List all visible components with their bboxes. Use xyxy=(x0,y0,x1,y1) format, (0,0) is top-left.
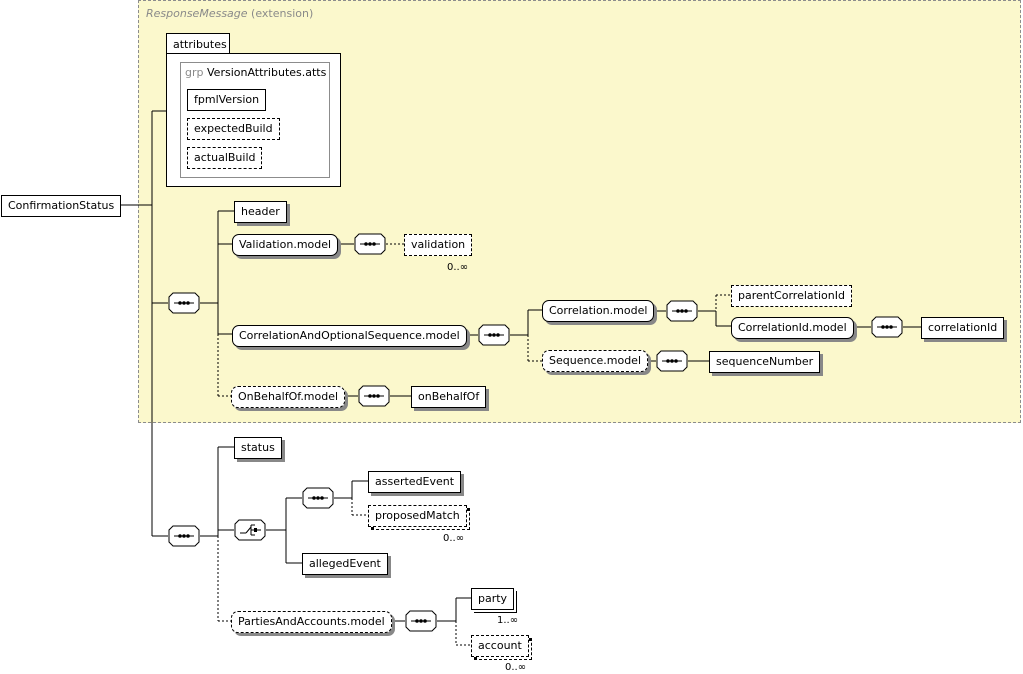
sequence-compositor-icon[interactable] xyxy=(358,385,390,407)
group-name: VersionAttributes.atts xyxy=(207,66,327,79)
choice-compositor-icon[interactable] xyxy=(234,519,266,541)
sequence-compositor-icon[interactable] xyxy=(478,324,510,346)
sequence-compositor-icon[interactable] xyxy=(168,292,200,314)
party-cardinality: 1..∞ xyxy=(497,615,519,626)
extension-type-name: ResponseMessage xyxy=(146,7,248,20)
group-correlation-model[interactable]: Correlation.model xyxy=(542,300,655,322)
extension-suffix: (extension) xyxy=(251,7,314,20)
element-party[interactable]: party xyxy=(471,588,518,613)
attribute-fpml-version[interactable]: fpmlVersion xyxy=(187,89,267,111)
root-element-confirmation-status[interactable]: ConfirmationStatus xyxy=(1,195,122,217)
sequence-compositor-icon[interactable] xyxy=(871,316,903,338)
group-parties-and-accounts-model[interactable]: PartiesAndAccounts.model xyxy=(231,611,392,633)
attributes-tab[interactable]: attributes xyxy=(166,33,230,54)
element-proposed-match[interactable]: proposedMatch xyxy=(368,505,470,530)
element-validation[interactable]: validation xyxy=(404,234,476,259)
group-correlation-id-model[interactable]: CorrelationId.model xyxy=(731,317,854,339)
element-alleged-event[interactable]: allegedEvent xyxy=(302,553,388,575)
element-status[interactable]: status xyxy=(234,437,282,459)
element-correlation-id[interactable]: correlationId xyxy=(921,317,1005,339)
proposed-match-cardinality: 0..∞ xyxy=(443,533,465,544)
sequence-compositor-icon[interactable] xyxy=(354,233,386,255)
group-on-behalf-of-model[interactable]: OnBehalfOf.model xyxy=(231,386,346,408)
account-cardinality: 0..∞ xyxy=(505,662,527,673)
group-validation-model[interactable]: Validation.model xyxy=(232,234,339,256)
element-account[interactable]: account xyxy=(471,635,532,660)
sequence-compositor-icon[interactable] xyxy=(168,525,200,547)
group-correlation-and-optional-sequence-model[interactable]: CorrelationAndOptionalSequence.model xyxy=(232,325,467,347)
sequence-compositor-icon[interactable] xyxy=(656,350,688,372)
validation-cardinality: 0..∞ xyxy=(447,262,469,273)
attribute-actual-build[interactable]: actualBuild xyxy=(187,147,263,169)
sequence-compositor-icon[interactable] xyxy=(666,300,698,322)
element-sequence-number[interactable]: sequenceNumber xyxy=(709,351,821,373)
attribute-expected-build[interactable]: expectedBuild xyxy=(187,118,280,140)
group-keyword: grp xyxy=(185,66,204,79)
attribute-group-title: grp VersionAttributes.atts xyxy=(185,66,326,79)
element-on-behalf-of[interactable]: onBehalfOf xyxy=(411,386,487,408)
sequence-compositor-icon[interactable] xyxy=(405,610,437,632)
group-sequence-model[interactable]: Sequence.model xyxy=(542,350,649,372)
sequence-compositor-icon[interactable] xyxy=(302,487,334,509)
extension-label: ResponseMessage (extension) xyxy=(146,7,313,20)
element-asserted-event[interactable]: assertedEvent xyxy=(368,471,462,493)
element-parent-correlation-id[interactable]: parentCorrelationId xyxy=(731,285,852,307)
element-header[interactable]: header xyxy=(234,201,287,223)
